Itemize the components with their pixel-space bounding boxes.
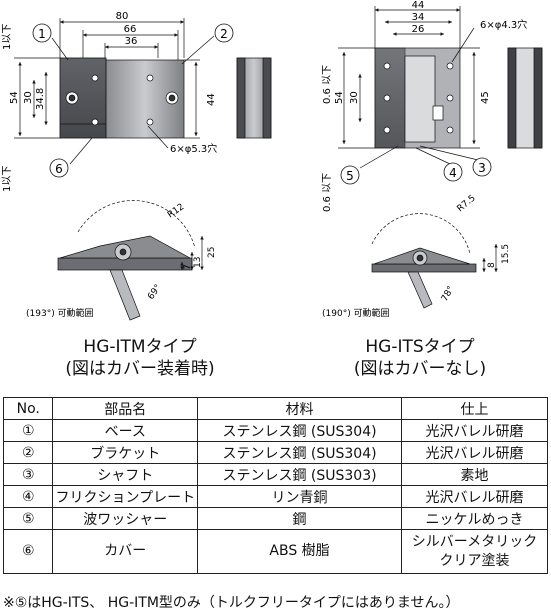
its-angle-label: 78° <box>440 285 457 304</box>
its-dim-26: 26 <box>412 24 425 35</box>
itm-callouts <box>32 23 234 178</box>
table-header-row: No. 部品名 材料 仕上 <box>2 397 548 420</box>
cell-part-name: 波ワッシャー <box>52 507 199 530</box>
cell-finish: ニッケルめっき <box>401 507 548 530</box>
cell-no: ⑤ <box>2 507 54 530</box>
cell-no: ⑥ <box>2 529 54 574</box>
cell-finish: 光沢バレル研磨 <box>401 441 548 464</box>
its-side-view <box>507 47 543 149</box>
table-row: ② ブラケット ステンレス鋼 (SUS304) 光沢バレル研磨 <box>2 441 548 464</box>
its-dim-44: 44 <box>412 0 425 11</box>
itm-holes-label: 6×φ5.3穴 <box>170 142 217 155</box>
header-part-name: 部品名 <box>52 397 199 420</box>
table-row: ④ フリクションプレート リン青銅 光沢バレル研磨 <box>2 485 548 508</box>
its-dim-8: 8 <box>487 262 497 268</box>
itm-caption-line1: HG-ITMタイプ <box>83 337 197 357</box>
itm-callout-1: 1 <box>38 27 46 41</box>
cell-material: ABS 樹脂 <box>197 529 402 574</box>
cell-material: ステンレス鋼 (SUS303) <box>197 463 402 486</box>
header-no: No. <box>2 397 54 420</box>
table-row: ⑥ カバー ABS 樹脂 シルバーメタリック クリア塗装 <box>2 529 548 574</box>
its-callout-4: 4 <box>449 166 457 180</box>
itm-section-view <box>57 200 204 321</box>
itm-caption: HG-ITMタイプ (図はカバー装着時) <box>20 336 260 380</box>
itm-side-view <box>236 57 272 139</box>
its-motion-range: (190°) 可動範囲 <box>322 307 390 319</box>
table-row: ① ベース ステンレス鋼 (SUS304) 光沢バレル研磨 <box>2 419 548 442</box>
technical-drawing: 1 2 6 80 66 36 1以下 1以下 54 30 34.8 44 6×φ… <box>2 0 543 321</box>
cell-part-name: ベース <box>52 419 199 442</box>
cell-material: ステンレス鋼 (SUS304) <box>197 441 402 464</box>
itm-dim-1-lower: 1以下 <box>2 166 13 192</box>
cell-part-name: フリクションプレート <box>52 485 199 508</box>
its-caption-line2: (図はカバーなし) <box>353 359 487 379</box>
cell-no: ③ <box>2 463 54 486</box>
cell-no: ② <box>2 441 54 464</box>
table-row: ③ シャフト ステンレス鋼 (SUS303) 素地 <box>2 463 548 486</box>
its-dim-54: 54 <box>334 91 345 104</box>
its-callout-3: 3 <box>478 161 486 175</box>
itm-caption-line2: (図はカバー装着時) <box>65 359 215 379</box>
its-caption-line1: HG-ITSタイプ <box>365 337 475 357</box>
cell-finish: 光沢バレル研磨 <box>401 419 548 442</box>
cell-finish: シルバーメタリック クリア塗装 <box>401 529 548 574</box>
itm-dim-54: 54 <box>9 91 20 104</box>
its-section-view <box>371 213 498 309</box>
itm-dim-44: 44 <box>206 93 217 106</box>
cell-material: ステンレス鋼 (SUS304) <box>197 419 402 442</box>
footnote: ※⑤はHG-ITS、 HG-ITM型のみ（トルクフリータイプにはありません。） <box>3 595 460 611</box>
its-dim-0-6-upper: 0.6 以下 <box>322 65 333 104</box>
cell-part-name: ブラケット <box>52 441 199 464</box>
its-dim-30: 30 <box>349 91 360 104</box>
header-material: 材料 <box>197 397 402 420</box>
header-finish: 仕上 <box>401 397 548 420</box>
itm-dim-80: 80 <box>116 11 129 22</box>
cell-material: リン青銅 <box>197 485 402 508</box>
its-callout-5: 5 <box>346 169 354 183</box>
its-dim-0-6-lower: 0.6 以下 <box>322 173 333 212</box>
cell-part-name: シャフト <box>52 463 199 486</box>
cell-no: ① <box>2 419 54 442</box>
itm-front-view <box>14 18 215 165</box>
table-row: ⑤ 波ワッシャー 鋼 ニッケルめっき <box>2 507 548 530</box>
itm-angle-label: 69° <box>146 283 163 302</box>
itm-callout-2: 2 <box>220 27 228 41</box>
its-dim-15-5: 15.5 <box>501 244 511 264</box>
cell-finish: 素地 <box>401 463 548 486</box>
itm-dim-36: 36 <box>125 36 138 47</box>
its-holes-label: 6×φ4.3穴 <box>480 18 527 31</box>
itm-dim-13: 13 <box>193 257 203 268</box>
itm-motion-range: (193°) 可動範囲 <box>26 307 94 319</box>
itm-dim-25: 25 <box>207 247 217 258</box>
itm-dim-7: 7 <box>183 264 193 270</box>
itm-callout-6: 6 <box>55 162 63 176</box>
its-front-view <box>338 6 480 169</box>
cell-part-name: カバー <box>52 529 199 574</box>
itm-dim-30: 30 <box>23 91 34 104</box>
itm-dim-66: 66 <box>124 24 137 35</box>
cell-finish: 光沢バレル研磨 <box>401 485 548 508</box>
itm-dim-1-upper: 1以下 <box>2 24 13 50</box>
its-radius-label: R7.5 <box>456 193 478 214</box>
its-caption: HG-ITSタイプ (図はカバーなし) <box>300 336 540 380</box>
itm-dim-34-8: 34.8 <box>35 88 46 110</box>
parts-table: No. 部品名 材料 仕上 ① ベース ステンレス鋼 (SUS304) 光沢バレ… <box>2 397 548 574</box>
cell-no: ④ <box>2 485 54 508</box>
itm-radius-label: R12 <box>166 202 186 220</box>
its-dim-34: 34 <box>412 12 425 23</box>
its-dim-45: 45 <box>480 91 491 104</box>
cell-material: 鋼 <box>197 507 402 530</box>
its-callouts <box>340 157 492 185</box>
